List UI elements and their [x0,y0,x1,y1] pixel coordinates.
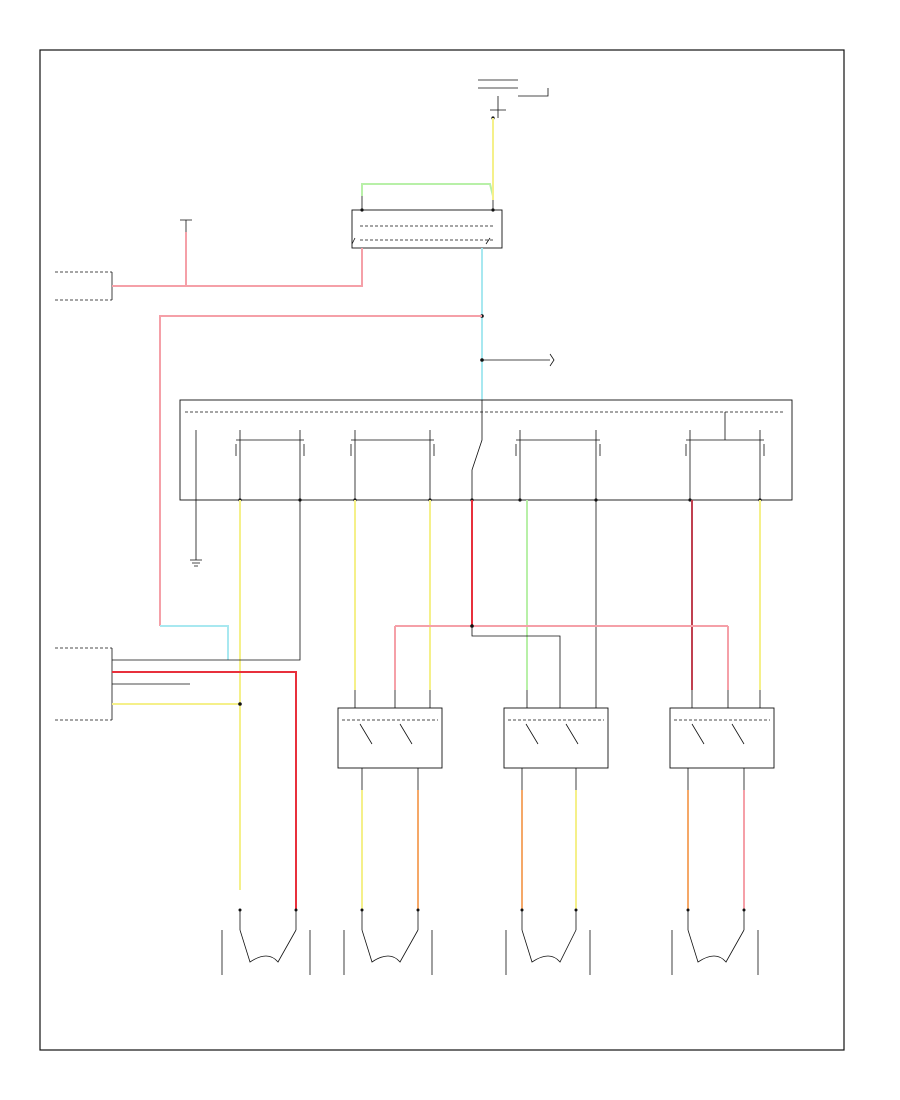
wire-gray-lf [190,500,301,661]
wire-light-green-feed [361,118,494,197]
motor-left-rear [505,910,591,975]
diagram-border [39,49,845,1051]
fuse-box [478,79,549,120]
relay-right-front [337,690,443,790]
wire-pink-lighting [112,232,363,287]
lighting-control-module [55,219,192,301]
motor-right-rear [671,910,759,975]
wire-light-blue-left-down [160,625,229,660]
relay-left-rear [503,690,609,790]
ignition-switch-box [351,196,503,249]
master-switch-box [179,399,793,502]
left-door-connector [55,647,190,721]
wire-pink-left-feed [159,315,482,626]
motor-left-front [221,910,311,975]
motor-right-front [343,910,433,975]
wire-red-lf-motor [112,671,297,910]
relay-right-rear [669,690,775,790]
